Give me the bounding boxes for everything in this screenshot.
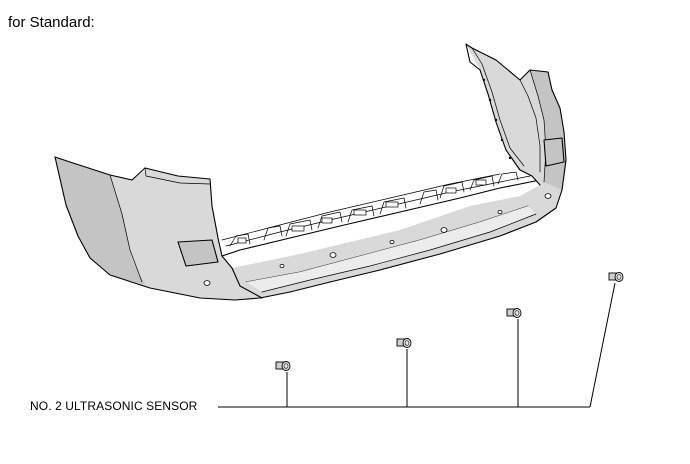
sensor-callout-label: NO. 2 ULTRASONIC SENSOR (30, 399, 198, 413)
ultrasonic-sensor-2 (396, 338, 412, 348)
rear-bumper-cover (54, 43, 567, 301)
diagram-heading: for Standard: (8, 14, 95, 31)
ultrasonic-sensor-3 (506, 308, 522, 318)
ultrasonic-sensor-4 (608, 272, 624, 282)
callout-leader-lines (218, 282, 616, 408)
ultrasonic-sensor-1 (275, 361, 291, 371)
